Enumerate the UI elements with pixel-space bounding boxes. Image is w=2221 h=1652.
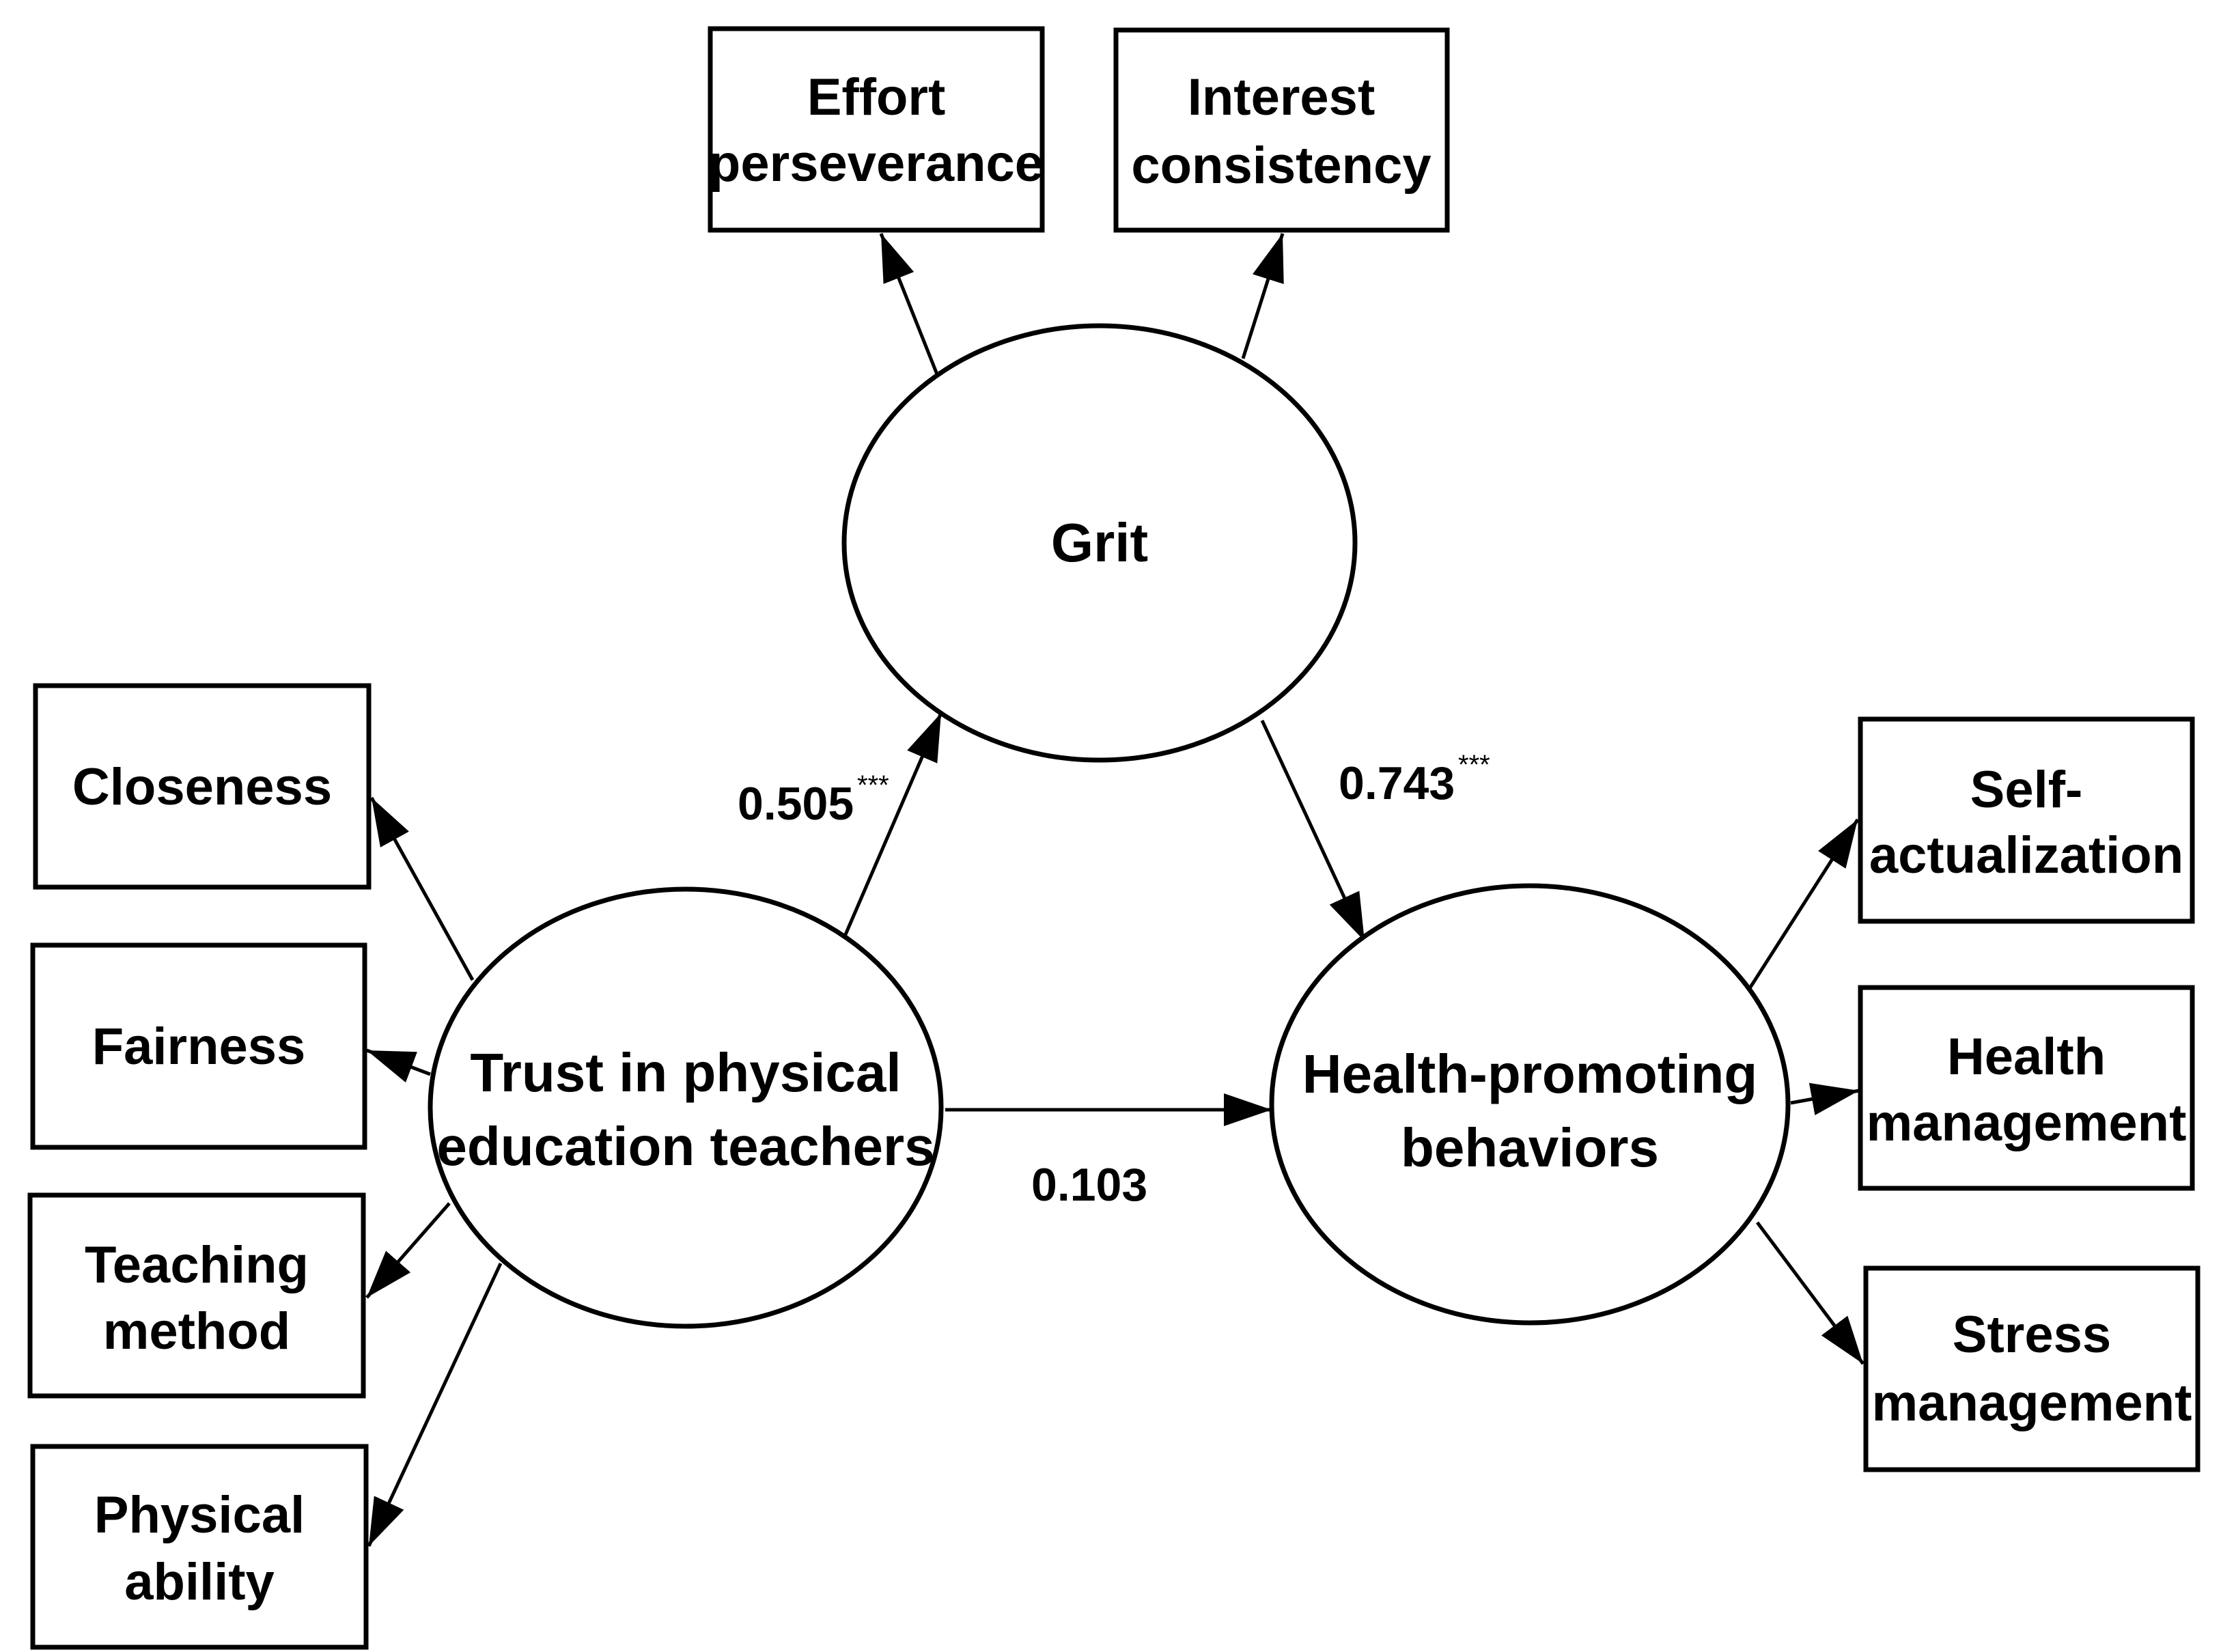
grit-label: Grit bbox=[1051, 512, 1148, 573]
coef-trust-health-value: 0.103 bbox=[1031, 1159, 1147, 1211]
healthmgmt-label-line1: Health bbox=[1947, 1028, 2106, 1086]
closeness-label: Closeness bbox=[72, 758, 332, 816]
trust-label-line1: Trust in physical bbox=[470, 1042, 901, 1103]
physical-label-line2: ability bbox=[124, 1553, 275, 1611]
arrow-health-to-healthmgmt bbox=[1790, 1082, 1860, 1116]
indicator-physical-ability: Physical ability bbox=[30, 1444, 369, 1650]
arrow-health-to-stress bbox=[1755, 1221, 1865, 1365]
indicator-teaching-method: Teaching method bbox=[27, 1192, 366, 1399]
arrow-trust-to-physical bbox=[367, 1262, 503, 1548]
indicator-stress-management: Stress management bbox=[1863, 1265, 2201, 1472]
indicator-interest-consistency: Interest consistency bbox=[1113, 27, 1450, 233]
fairness-label: Fairness bbox=[92, 1018, 306, 1076]
coef-grit-health: 0.743 *** bbox=[1339, 750, 1490, 809]
coef-trust-health: 0.103 bbox=[1031, 1159, 1147, 1211]
physical-label-line1: Physical bbox=[94, 1486, 305, 1544]
stress-label-line2: management bbox=[1872, 1374, 2192, 1432]
coef-grit-health-sig: *** bbox=[1458, 750, 1490, 780]
effort-label-line1: Effort bbox=[807, 68, 946, 126]
arrow-health-to-self bbox=[1748, 818, 1860, 990]
health-label-line2: behaviors bbox=[1401, 1117, 1659, 1178]
interest-label-line2: consistency bbox=[1131, 137, 1431, 195]
indicator-effort-perseverance: Effort perseverance bbox=[708, 26, 1045, 233]
teaching-label-line2: method bbox=[103, 1302, 290, 1360]
coef-trust-grit: 0.505 *** bbox=[738, 770, 889, 830]
arrow-grit-to-effort bbox=[879, 233, 939, 375]
arrow-grit-to-health bbox=[1260, 719, 1367, 942]
stress-label-line1: Stress bbox=[1953, 1306, 2111, 1364]
interest-label-line1: Interest bbox=[1188, 68, 1375, 126]
coef-trust-grit-sig: *** bbox=[857, 770, 889, 800]
health-label-line1: Health-promoting bbox=[1302, 1044, 1758, 1104]
latent-health-promoting: Health-promoting behaviors bbox=[1269, 883, 1791, 1326]
trust-label-line2: education teachers bbox=[436, 1116, 934, 1177]
arrow-trust-to-fairness bbox=[366, 1048, 431, 1083]
self-label-line2: actualization bbox=[1869, 826, 2183, 884]
indicator-self-actualization: Self- actualization bbox=[1858, 716, 2195, 924]
coef-trust-grit-value: 0.505 bbox=[738, 778, 854, 830]
latent-grit: Grit bbox=[841, 323, 1358, 763]
effort-label-line2: perseverance bbox=[709, 135, 1044, 193]
healthmgmt-label-line2: management bbox=[1867, 1094, 2187, 1152]
indicator-fairness: Fairness bbox=[30, 942, 367, 1150]
arrow-grit-to-interest bbox=[1241, 233, 1285, 359]
latent-trust: Trust in physical education teachers bbox=[428, 886, 944, 1329]
arrow-trust-to-teaching bbox=[365, 1202, 451, 1299]
self-label-line1: Self- bbox=[1970, 761, 2083, 819]
coef-grit-health-value: 0.743 bbox=[1339, 757, 1455, 809]
arrow-trust-to-grit bbox=[842, 712, 943, 938]
indicator-closeness: Closeness bbox=[33, 683, 372, 890]
arrow-trust-to-closeness bbox=[369, 796, 475, 981]
teaching-label-line1: Teaching bbox=[85, 1236, 309, 1294]
indicator-health-management: Health management bbox=[1858, 985, 2195, 1191]
